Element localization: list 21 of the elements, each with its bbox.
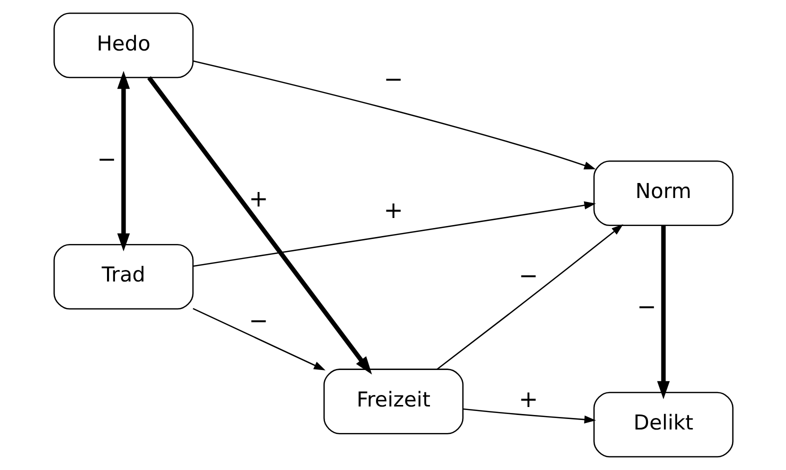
arrow xyxy=(146,76,372,374)
arrow xyxy=(436,224,623,370)
node-box: Delikt xyxy=(592,392,733,458)
edge-label: − xyxy=(518,264,538,290)
edge-label: − xyxy=(96,146,116,173)
arrow xyxy=(462,408,596,424)
node-box: Freizeit xyxy=(322,368,464,434)
arrow xyxy=(116,70,130,252)
edge-label: + xyxy=(518,387,538,414)
arrow xyxy=(656,226,670,400)
edge-label: + xyxy=(248,186,268,213)
edge-label: + xyxy=(383,198,403,224)
edge-label: − xyxy=(636,294,656,321)
node-box: Norm xyxy=(592,160,733,226)
arrow xyxy=(192,60,596,170)
node-box: Hedo xyxy=(53,12,194,78)
edge-label: − xyxy=(248,308,268,335)
arrow xyxy=(192,308,325,370)
edge-label: − xyxy=(383,67,403,94)
node-box: Trad xyxy=(53,244,194,310)
arrow xyxy=(192,201,596,267)
